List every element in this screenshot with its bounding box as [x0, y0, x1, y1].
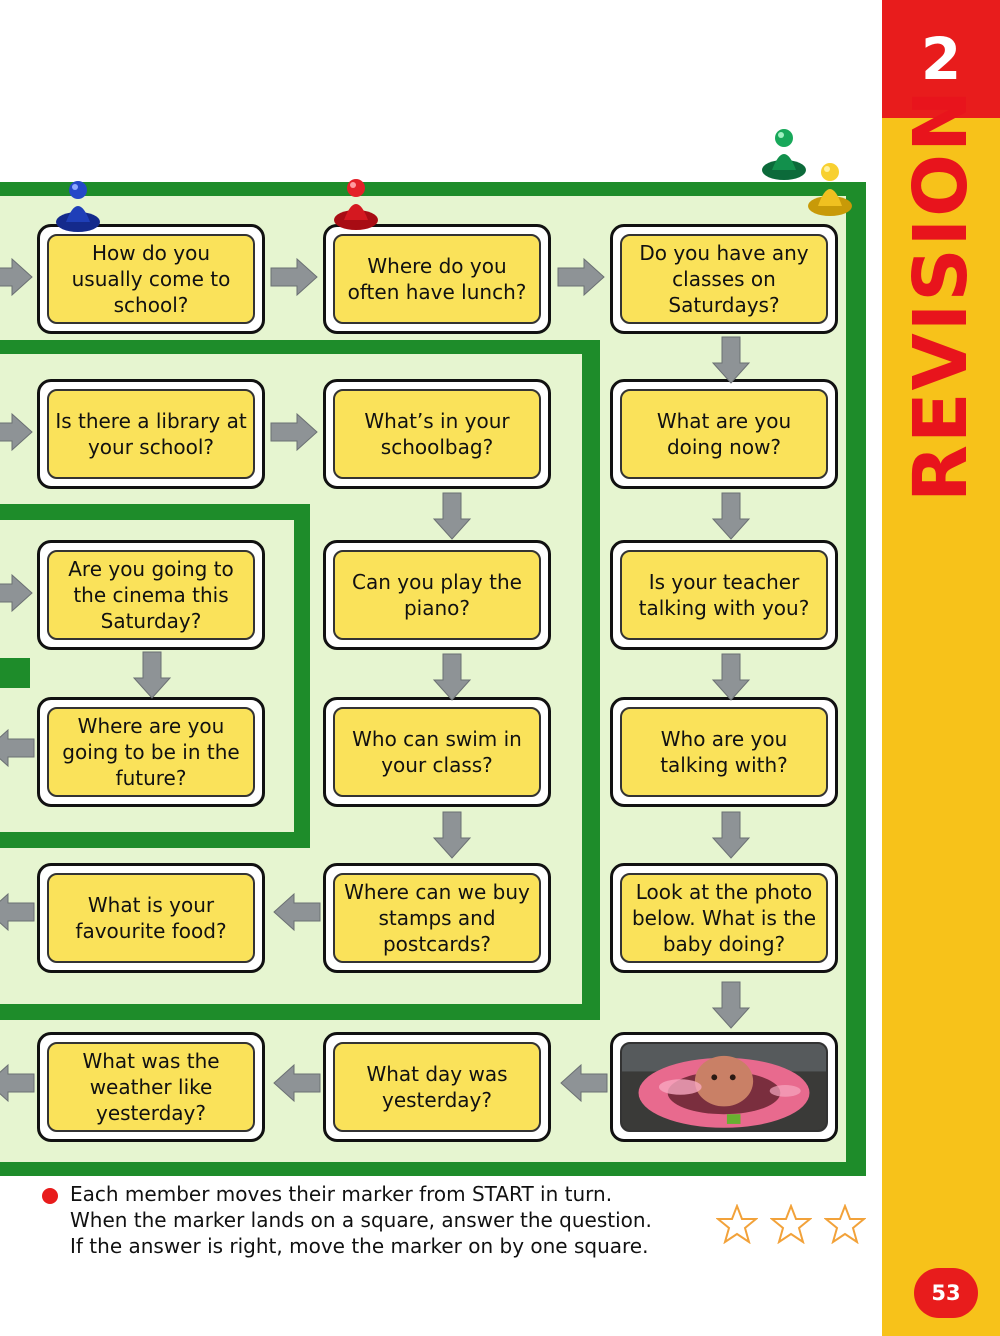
- square-question: Who are you talking with?: [620, 707, 828, 797]
- board-square: Do you have any classes on Saturdays?: [610, 224, 838, 334]
- square-question: Where can we buy stamps and postcards?: [333, 873, 541, 963]
- blue-pawn-icon: [56, 181, 100, 232]
- square-question: What day was yesterday?: [333, 1042, 541, 1132]
- unit-number: 2: [882, 0, 1000, 118]
- square-question: Where do you often have lunch?: [333, 234, 541, 324]
- board-square: Are you going to the cinema this Saturda…: [37, 540, 265, 650]
- rating-stars: [716, 1204, 866, 1244]
- board-square: What are you doing now?: [610, 379, 838, 489]
- square-question: What are you doing now?: [620, 389, 828, 479]
- red-pawn-icon: [334, 179, 378, 230]
- baby-photo: [620, 1042, 828, 1132]
- square-question: What is your favourite food?: [47, 873, 255, 963]
- square-question: Who can swim in your class?: [333, 707, 541, 797]
- square-question: Do you have any classes on Saturdays?: [620, 234, 828, 324]
- board-square: Who are you talking with?: [610, 697, 838, 807]
- board-walls: [0, 182, 866, 1176]
- board-square: Look at the photo below. What is the bab…: [610, 863, 838, 973]
- square-question: Are you going to the cinema this Saturda…: [47, 550, 255, 640]
- square-question: Where are you going to be in the future?: [47, 707, 255, 797]
- square-question: Is your teacher talking with you?: [620, 550, 828, 640]
- board-square: Is there a library at your school?: [37, 379, 265, 489]
- star-outline-icon[interactable]: [770, 1204, 812, 1244]
- square-question: How do you usually come to school?: [47, 234, 255, 324]
- star-outline-icon[interactable]: [824, 1204, 866, 1244]
- board-square: Who can swim in your class?: [323, 697, 551, 807]
- square-question: What’s in your schoolbag?: [333, 389, 541, 479]
- board-square: What is your favourite food?: [37, 863, 265, 973]
- board-square: What day was yesterday?: [323, 1032, 551, 1142]
- board-square: What’s in your schoolbag?: [323, 379, 551, 489]
- photo-square: [610, 1032, 838, 1142]
- baby-in-swim-ring-photo: [622, 1044, 826, 1130]
- board-square: Where can we buy stamps and postcards?: [323, 863, 551, 973]
- board-square: What was the weather like yesterday?: [37, 1032, 265, 1142]
- section-title: REVISION: [898, 87, 984, 503]
- path-arrows: [0, 258, 750, 1102]
- page-number: 53: [914, 1268, 978, 1318]
- unit-sidebar: 2 REVISION 53: [882, 0, 1000, 1336]
- board-square: Is your teacher talking with you?: [610, 540, 838, 650]
- game-instructions: Each member moves their marker from STAR…: [70, 1182, 652, 1258]
- square-question: Can you play the piano?: [333, 550, 541, 640]
- board-square: How do you usually come to school?: [37, 224, 265, 334]
- board-square: Where are you going to be in the future?: [37, 697, 265, 807]
- board-square: Can you play the piano?: [323, 540, 551, 650]
- square-question: What was the weather like yesterday?: [47, 1042, 255, 1132]
- square-question: Look at the photo below. What is the bab…: [620, 873, 828, 963]
- board-square: Where do you often have lunch?: [323, 224, 551, 334]
- green-pawn-icon: [762, 129, 806, 180]
- bullet-point: [42, 1188, 58, 1204]
- square-question: Is there a library at your school?: [47, 389, 255, 479]
- star-outline-icon[interactable]: [716, 1204, 758, 1244]
- yellow-pawn-icon: [808, 163, 852, 216]
